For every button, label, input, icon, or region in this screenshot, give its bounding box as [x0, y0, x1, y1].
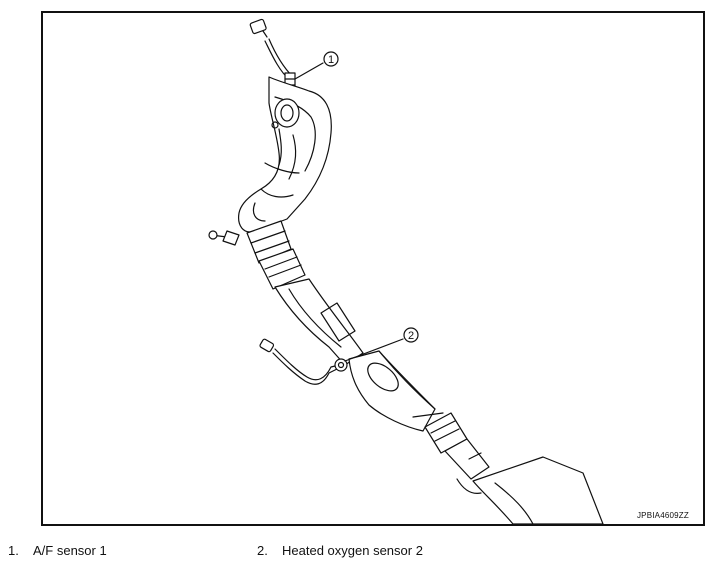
- callout-2-number: 2: [408, 330, 414, 342]
- flex-joint: [246, 220, 306, 290]
- callout-1: 1: [294, 51, 339, 80]
- front-pipe: [274, 278, 364, 366]
- rear-pipe: [424, 412, 604, 524]
- legend-item-1-label: A/F sensor 1: [33, 543, 107, 558]
- heated-oxygen-sensor-2: [334, 358, 348, 372]
- catalytic-converter: [348, 350, 444, 432]
- mount-bolt: [208, 230, 240, 246]
- diagram-frame: 1 2 JPBIA4609ZZ: [41, 11, 705, 526]
- callout-2: 2: [344, 327, 419, 362]
- legend-item-2: 2. Heated oxygen sensor 2: [257, 543, 423, 558]
- af-sensor-1-wire: [249, 18, 294, 80]
- legend-item-2-label: Heated oxygen sensor 2: [282, 543, 423, 558]
- exhaust-system-illustration: 1 2: [208, 18, 604, 524]
- heated-oxygen-sensor-2-wire: [259, 338, 340, 385]
- callout-1-number: 1: [328, 54, 334, 66]
- legend-item-1-number: 1.: [8, 543, 19, 558]
- legend-item-2-number: 2.: [257, 543, 268, 558]
- exhaust-manifold: [238, 76, 332, 233]
- legend-item-1: 1. A/F sensor 1: [8, 543, 107, 558]
- image-code: JPBIA4609ZZ: [636, 511, 689, 520]
